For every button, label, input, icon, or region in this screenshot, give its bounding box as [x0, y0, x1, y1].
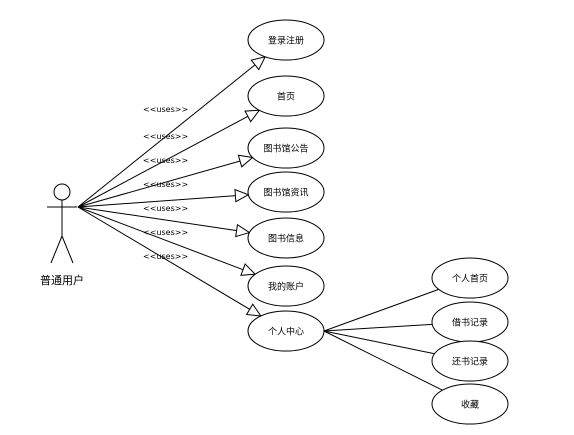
uses-link-center	[77, 206, 262, 317]
uses-link-home	[77, 109, 260, 208]
use-case-label: 还书记录	[452, 356, 488, 368]
use-case-ellipse	[247, 265, 325, 307]
use-case-label: 首页	[277, 91, 295, 103]
use-case-label: 个人中心	[268, 326, 304, 338]
uses-link-login	[77, 56, 266, 208]
uses-stereotype-label: <<uses>>	[143, 180, 188, 189]
use-case-label: 个人首页	[452, 273, 488, 285]
arrowhead-bookinfo	[235, 223, 251, 238]
arrowhead-home	[244, 109, 261, 123]
use-case-ellipse	[247, 217, 325, 259]
stereotype-layer: <<uses>> <<uses>> <<uses>> <<uses>> <<uses>>…	[143, 105, 188, 261]
arrowhead-news	[234, 188, 250, 203]
uses-link-news	[77, 194, 249, 208]
use-case-label: 借书记录	[452, 317, 488, 329]
use-case-news: 图书馆资讯	[247, 171, 325, 213]
use-case-borrow: 借书记录	[431, 301, 509, 343]
use-case-ellipse	[431, 340, 509, 382]
use-case-label: 登录注册	[268, 35, 304, 47]
uses-stereotype-label: <<uses>>	[143, 252, 188, 261]
actor-right-leg	[61, 235, 74, 264]
uses-link-bookinfo	[77, 206, 250, 234]
use-case-bookinfo: 图书信息	[247, 217, 325, 259]
use-case-home: 首页	[247, 75, 325, 117]
use-case-ellipse	[247, 75, 325, 117]
use-case-ellipse	[247, 171, 325, 213]
edge-layer	[77, 55, 443, 391]
use-case-account: 我的账户	[247, 265, 325, 307]
arrowhead-login	[250, 55, 267, 71]
use-case-ellipse	[247, 19, 325, 61]
use-case-notice: 图书馆公告	[247, 127, 325, 169]
use-case-ellipse	[247, 310, 325, 352]
actor-label: 普通用户	[40, 273, 84, 287]
link-center-favorite	[323, 330, 443, 391]
use-case-ellipse	[431, 383, 509, 425]
use-case-center: 个人中心	[247, 310, 325, 352]
uses-stereotype-label: <<uses>>	[143, 228, 188, 237]
uses-stereotype-label: <<uses>>	[143, 156, 188, 165]
arrowhead-account	[240, 263, 257, 276]
use-case-label: 图书馆资讯	[263, 187, 308, 199]
use-case-ellipse	[247, 127, 325, 169]
use-case-profile: 个人首页	[431, 257, 509, 299]
use-case-return: 还书记录	[431, 340, 509, 382]
uses-stereotype-label: <<uses>>	[143, 132, 188, 141]
uses-link-account	[77, 206, 256, 275]
use-case-label: 我的账户	[268, 281, 304, 293]
arrowhead-center	[245, 303, 262, 317]
actor-head	[53, 183, 71, 201]
use-case-favorite: 收藏	[431, 383, 509, 425]
use-case-label: 图书馆公告	[263, 143, 308, 155]
use-case-label: 图书信息	[268, 233, 304, 245]
link-center-return	[323, 330, 435, 355]
actor-left-leg	[50, 235, 63, 264]
use-case-label: 收藏	[461, 399, 479, 411]
use-case-ellipse	[431, 257, 509, 299]
uses-link-notice	[77, 157, 253, 208]
link-center-borrow	[323, 323, 433, 332]
uses-stereotype-label: <<uses>>	[143, 105, 188, 114]
link-center-profile	[323, 288, 439, 332]
uses-stereotype-label: <<uses>>	[143, 204, 188, 213]
actor-figure	[47, 183, 77, 264]
use-case-login: 登录注册	[247, 19, 325, 61]
arrowhead-notice	[237, 154, 254, 168]
